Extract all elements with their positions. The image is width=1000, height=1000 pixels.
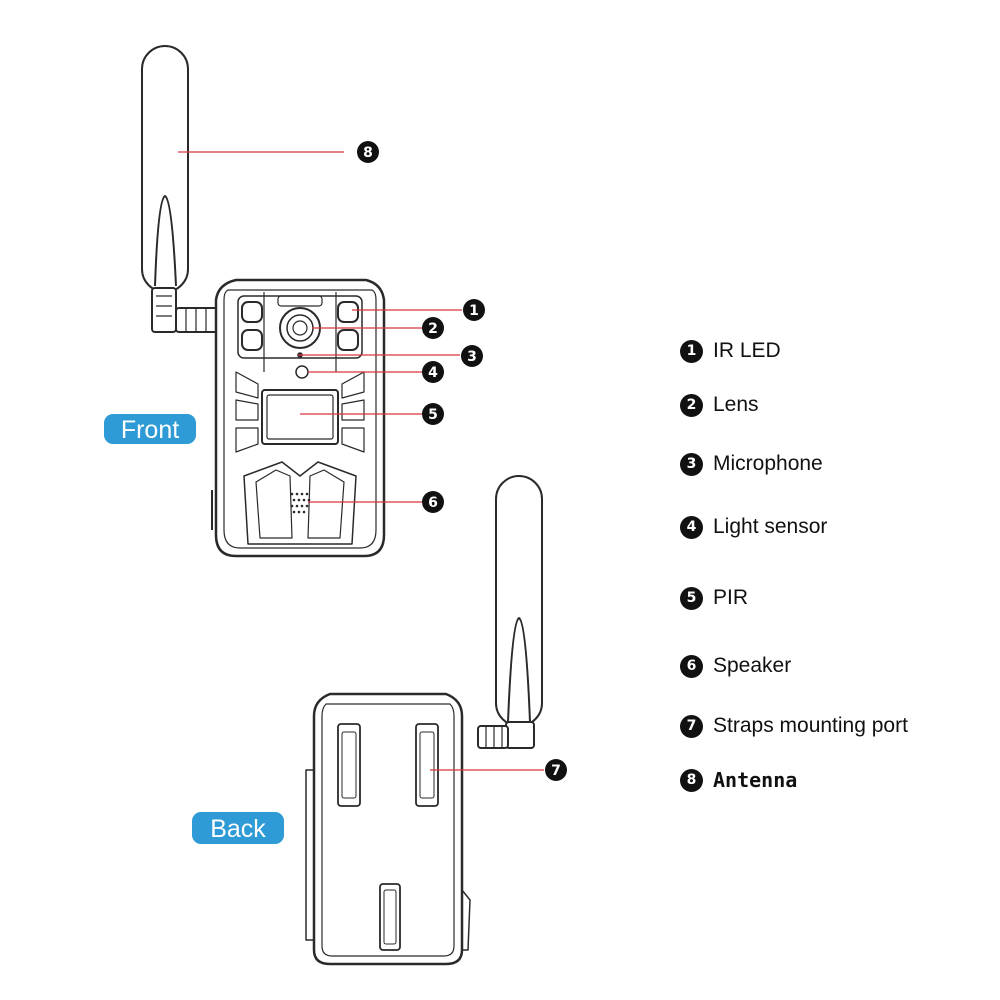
legend-number-badge: 4 bbox=[680, 515, 703, 539]
legend-label: IR LED bbox=[713, 339, 781, 362]
back-view-label: Back bbox=[192, 812, 284, 844]
back-camera-drawing bbox=[305, 475, 543, 966]
legend-item-pir: 5 PIR bbox=[680, 586, 748, 610]
legend-label: Speaker bbox=[713, 654, 792, 677]
legend-number-badge: 8 bbox=[680, 768, 703, 792]
legend-item-antenna: 8 Antenna bbox=[680, 768, 797, 792]
callout-4: 4 bbox=[422, 361, 444, 383]
callout-2-number: 2 bbox=[428, 321, 438, 337]
back-body bbox=[312, 692, 464, 966]
legend-item-speaker: 6 Speaker bbox=[680, 654, 791, 678]
callout-6: 6 bbox=[422, 491, 444, 513]
callout-7: 7 bbox=[545, 759, 567, 781]
leader-lines bbox=[178, 151, 544, 771]
legend-item-straps-mounting-port: 7 Straps mounting port bbox=[680, 714, 908, 738]
callout-4-number: 4 bbox=[428, 365, 438, 381]
legend-number-badge: 7 bbox=[680, 714, 703, 738]
back-view-label-text: Back bbox=[210, 815, 266, 843]
legend-item-microphone: 3 Microphone bbox=[680, 452, 823, 476]
speaker-grille bbox=[290, 492, 311, 514]
front-antenna bbox=[141, 45, 223, 333]
callout-6-number: 6 bbox=[428, 495, 438, 511]
callout-1: 1 bbox=[463, 299, 485, 321]
legend-item-ir-led: 1 IR LED bbox=[680, 339, 781, 363]
legend-item-light-sensor: 4 Light sensor bbox=[680, 515, 827, 539]
callout-8-number: 8 bbox=[363, 145, 373, 161]
legend-label: Lens bbox=[713, 393, 759, 416]
legend-number-badge: 1 bbox=[680, 339, 703, 363]
callout-7-number: 7 bbox=[551, 763, 561, 779]
pir-window bbox=[266, 394, 334, 440]
callout-3: 3 bbox=[461, 345, 483, 367]
callout-8: 8 bbox=[357, 141, 379, 163]
ir-led bbox=[241, 301, 263, 323]
front-camera-drawing bbox=[141, 45, 386, 558]
callout-1-number: 1 bbox=[469, 303, 479, 319]
legend-label: Antenna bbox=[713, 768, 798, 792]
callout-5-number: 5 bbox=[428, 407, 438, 423]
legend-number-badge: 6 bbox=[680, 654, 703, 678]
callout-2: 2 bbox=[422, 317, 444, 339]
back-antenna bbox=[477, 475, 543, 749]
legend-label: Light sensor bbox=[713, 515, 828, 538]
front-view-label-text: Front bbox=[121, 416, 179, 444]
callout-3-number: 3 bbox=[467, 349, 477, 365]
legend-label: Straps mounting port bbox=[713, 714, 908, 737]
legend-item-lens: 2 Lens bbox=[680, 393, 759, 417]
legend-label: Microphone bbox=[713, 452, 823, 475]
callout-5: 5 bbox=[422, 403, 444, 425]
legend-number-badge: 2 bbox=[680, 393, 703, 417]
legend-number-badge: 3 bbox=[680, 452, 703, 476]
strap-slot bbox=[337, 723, 361, 807]
front-view-label: Front bbox=[104, 414, 196, 444]
legend-number-badge: 5 bbox=[680, 586, 703, 610]
legend-label: PIR bbox=[713, 586, 749, 609]
